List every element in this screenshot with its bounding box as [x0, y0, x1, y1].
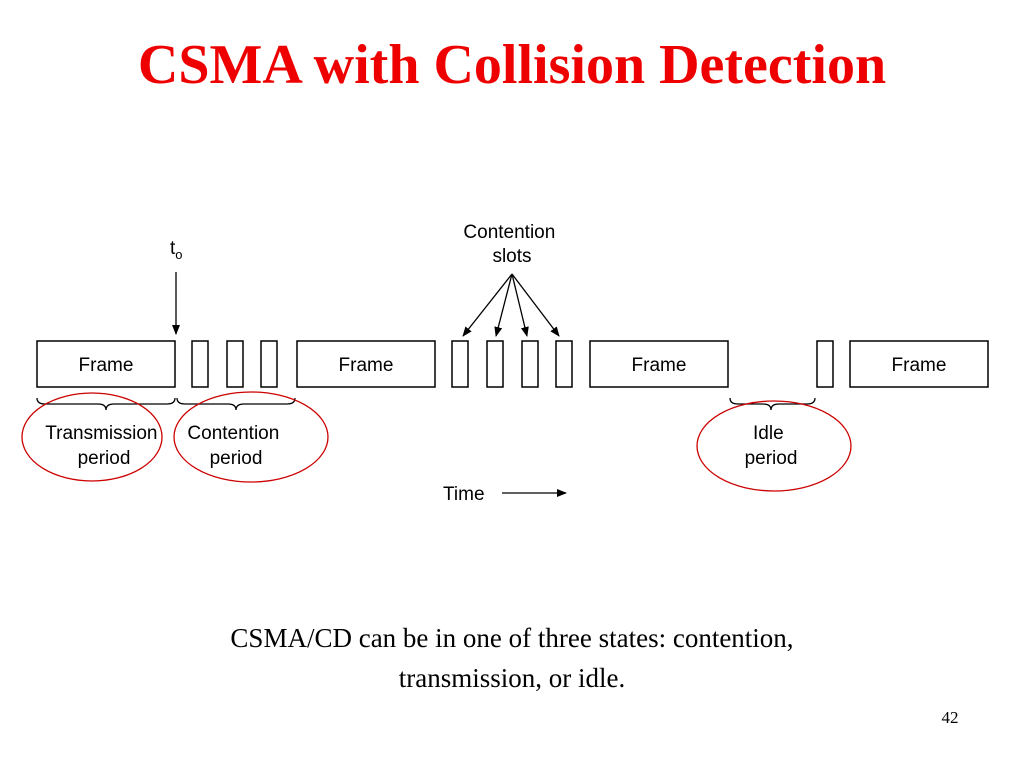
- slot-arrow: [462, 273, 513, 337]
- contention-slot: [486, 340, 504, 388]
- idle-brace: [729, 397, 816, 411]
- contention-slots-label: Contention slots: [463, 222, 560, 267]
- contention-slot: [226, 340, 244, 388]
- frame-3: Frame: [589, 340, 729, 388]
- time-axis: Time: [443, 484, 567, 505]
- slide-caption: CSMA/CD can be in one of three states: c…: [112, 618, 912, 698]
- caption-line: CSMA/CD can be in one of three states: c…: [230, 623, 794, 653]
- slot-arrow: [511, 273, 560, 337]
- contention-slot: [816, 340, 834, 388]
- transmission-highlight-ellipse: [21, 392, 163, 482]
- contention-slot: [191, 340, 209, 388]
- frame-4: Frame: [849, 340, 989, 388]
- contention-highlight-ellipse: [173, 391, 329, 483]
- frame-4-label: Frame: [892, 355, 947, 376]
- frame-1: Frame: [36, 340, 176, 388]
- contention-period-label: Contention period: [187, 423, 284, 469]
- slot-arrow: [494, 273, 513, 337]
- contention-slot: [521, 340, 539, 388]
- contention-slot: [451, 340, 469, 388]
- slot-arrow: [511, 273, 529, 337]
- slide-title: CSMA with Collision Detection: [137, 34, 887, 96]
- frame-2-label: Frame: [339, 355, 394, 376]
- t0-marker: to: [170, 238, 183, 335]
- idle-highlight-ellipse: [696, 400, 852, 492]
- caption-line: transmission, or idle.: [398, 663, 626, 693]
- transmission-period-label: Transmission period: [45, 423, 163, 469]
- t0-subscript: o: [175, 247, 182, 262]
- contention-brace: [176, 397, 296, 411]
- frame-2: Frame: [296, 340, 436, 388]
- transmission-brace: [36, 397, 176, 411]
- idle-period-label: Idle period: [745, 423, 798, 469]
- contention-slot: [260, 340, 278, 388]
- page-number: 42: [941, 708, 959, 727]
- contention-slots-callout: Contention slots: [462, 222, 560, 337]
- contention-slot: [555, 340, 573, 388]
- time-label: Time: [443, 484, 485, 505]
- frame-3-label: Frame: [632, 355, 687, 376]
- frame-1-label: Frame: [79, 355, 134, 376]
- t0-label: to: [170, 238, 183, 262]
